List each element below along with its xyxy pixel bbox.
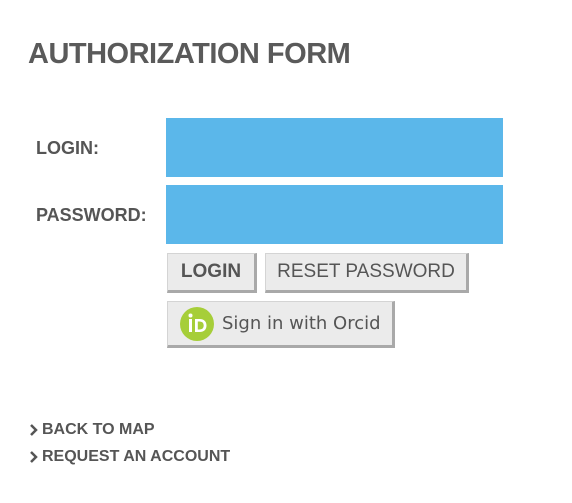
request-account-link[interactable]: REQUEST AN ACCOUNT bbox=[28, 448, 230, 466]
chevron-right-icon bbox=[28, 422, 40, 438]
reset-password-button[interactable]: RESET PASSWORD bbox=[265, 253, 469, 293]
login-input[interactable] bbox=[166, 118, 503, 177]
password-label: PASSWORD: bbox=[36, 205, 147, 225]
login-label: LOGIN: bbox=[36, 138, 99, 158]
orcid-signin-button[interactable]: Sign in with Orcid bbox=[167, 301, 395, 348]
back-to-map-link[interactable]: BACK TO MAP bbox=[28, 421, 155, 439]
request-account-label: REQUEST AN ACCOUNT bbox=[42, 448, 231, 465]
chevron-right-icon bbox=[28, 449, 40, 465]
login-button[interactable]: LOGIN bbox=[167, 253, 257, 293]
page-title: AUTHORIZATION FORM bbox=[28, 38, 351, 70]
back-to-map-label: BACK TO MAP bbox=[42, 421, 155, 438]
orcid-icon bbox=[180, 306, 214, 341]
orcid-button-label: Sign in with Orcid bbox=[222, 313, 381, 334]
password-input[interactable] bbox=[166, 185, 503, 244]
